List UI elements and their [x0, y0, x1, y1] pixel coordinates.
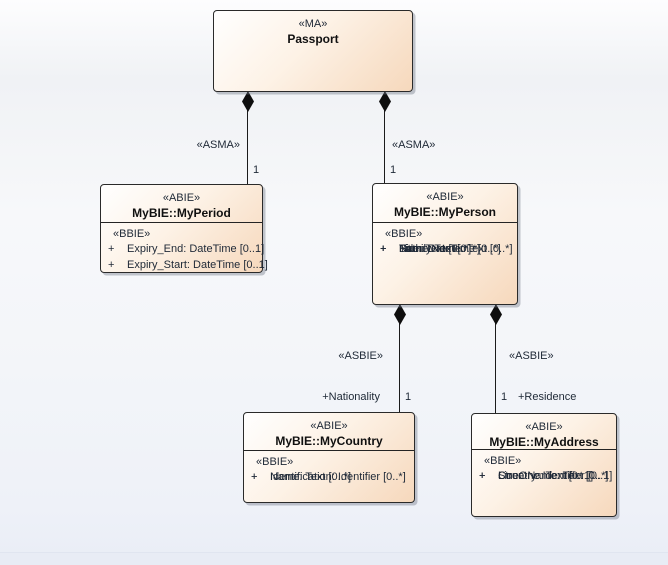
composition-diamond-icon: [490, 304, 502, 325]
class-header: «ABIE» MyBIE::MyCountry: [244, 413, 414, 451]
attribute-text: Expiry_Start: DateTime [0..1]: [127, 258, 268, 271]
attribute-visibility: +: [380, 242, 387, 255]
class-passport[interactable]: «MA» Passport: [213, 10, 413, 92]
attribute-visibility: +: [479, 469, 486, 482]
attribute-text: Birth: DateTime [0..*]: [399, 242, 501, 255]
class-stereotype: «ABIE»: [162, 192, 201, 204]
connector-stereotype-label: «ASBIE»: [338, 350, 383, 362]
class-stereotype: «ABIE»: [525, 421, 563, 433]
connector-multiplicity-label: 1: [253, 164, 260, 176]
attribute-text: Country: Identifier [0..1]: [498, 469, 613, 482]
attribute-compartment-stereotype: «BBIE»: [484, 454, 522, 467]
composition-diamond-icon: [394, 304, 406, 325]
attribute-text: Identification: Identifier [0..*]: [270, 470, 406, 483]
class-name: Passport: [287, 32, 339, 46]
class-header: «ABIE» MyBIE::MyPerson: [373, 184, 517, 223]
class-header: «ABIE» MyBIE::MyAddress: [472, 414, 616, 450]
class-stereotype: «ABIE»: [310, 420, 348, 432]
class-stereotype: «ABIE»: [426, 191, 464, 203]
attribute-visibility: +: [380, 242, 387, 255]
class-header: «MA» Passport: [214, 11, 412, 47]
attribute-compartment: «BBIE» + Birth: DateTime [0..*] + Family…: [373, 223, 517, 255]
class-name: MyBIE::MyAddress: [489, 435, 599, 449]
attribute-row[interactable]: + Expiry_End: DateTime [0..1]: [101, 241, 265, 257]
background-bottom-strip: [0, 552, 668, 565]
attribute-compartment: «BBIE» + Identification: Identifier [0..…: [244, 451, 414, 483]
attribute-text: Name: Text [0..*]: [399, 242, 481, 255]
attribute-row[interactable]: + Expiry_Start: DateTime [0..1]: [101, 257, 268, 273]
connector-myperson-myaddress[interactable]: [495, 305, 496, 413]
attribute-compartment: «BBIE» + Expiry_End: DateTime [0..1] + E…: [101, 223, 268, 273]
attribute-text: Name: Text [0..*]: [270, 470, 352, 483]
attribute-visibility: +: [380, 242, 387, 255]
attribute-compartment-stereotype: «BBIE»: [385, 227, 423, 240]
class-name: MyBIE::MyCountry: [275, 434, 383, 448]
connector-multiplicity-label: 1: [501, 391, 508, 403]
connector-role-label: +Nationality: [322, 391, 380, 403]
attribute-compartment-stereotype: «BBIE»: [113, 227, 151, 240]
class-name: MyBIE::MyPerson: [393, 205, 497, 219]
attribute-visibility: +: [251, 470, 258, 483]
connector-multiplicity-label: 1: [405, 391, 412, 403]
connector-stereotype-label: «ASMA»: [392, 139, 436, 151]
connector-passport-myperson[interactable]: [384, 92, 385, 184]
attribute-visibility: +: [479, 469, 486, 482]
class-name: MyBIE::MyPeriod: [132, 206, 231, 220]
class-myperiod[interactable]: «ABIE» MyBIE::MyPeriod «BBIE» + Expiry_E…: [100, 184, 268, 273]
connector-multiplicity-label: 1: [390, 164, 397, 176]
connector-stereotype-label: «ASMA»: [196, 139, 240, 151]
connector-passport-myperiod[interactable]: [247, 92, 248, 184]
composition-diamond-icon: [242, 91, 254, 112]
composition-diamond-icon: [379, 91, 391, 112]
connector-stereotype-label: «ASBIE»: [509, 350, 554, 362]
class-myaddress[interactable]: «ABIE» MyBIE::MyAddress «BBIE» + Country…: [471, 413, 617, 517]
connector-role-label: +Residence: [518, 391, 577, 403]
class-mycountry[interactable]: «ABIE» MyBIE::MyCountry «BBIE» + Identif…: [243, 412, 415, 503]
attribute-visibility: +: [108, 258, 115, 271]
class-stereotype: «MA»: [298, 18, 328, 30]
attribute-text: LineOne: Text [0..1]: [498, 469, 594, 482]
attribute-compartment: «BBIE» + Country: Identifier [0..1] + Li…: [472, 450, 616, 482]
class-myperson[interactable]: «ABIE» MyBIE::MyPerson «BBIE» + Birth: D…: [372, 183, 518, 305]
attribute-text: StreetName: Text [0..*]: [498, 469, 609, 482]
attribute-visibility: +: [251, 470, 258, 483]
attribute-text: FamilyName: Text [0..*]: [399, 242, 513, 255]
attribute-text: Expiry_End: DateTime [0..1]: [127, 242, 265, 255]
connector-myperson-mycountry[interactable]: [399, 305, 400, 412]
attribute-visibility: +: [380, 242, 387, 255]
attribute-text: Title: Text [0..*]: [399, 242, 472, 255]
class-header: «ABIE» MyBIE::MyPeriod: [101, 185, 262, 223]
attribute-visibility: +: [108, 242, 115, 255]
attribute-visibility: +: [479, 469, 486, 482]
attribute-compartment-stereotype: «BBIE»: [256, 455, 294, 468]
